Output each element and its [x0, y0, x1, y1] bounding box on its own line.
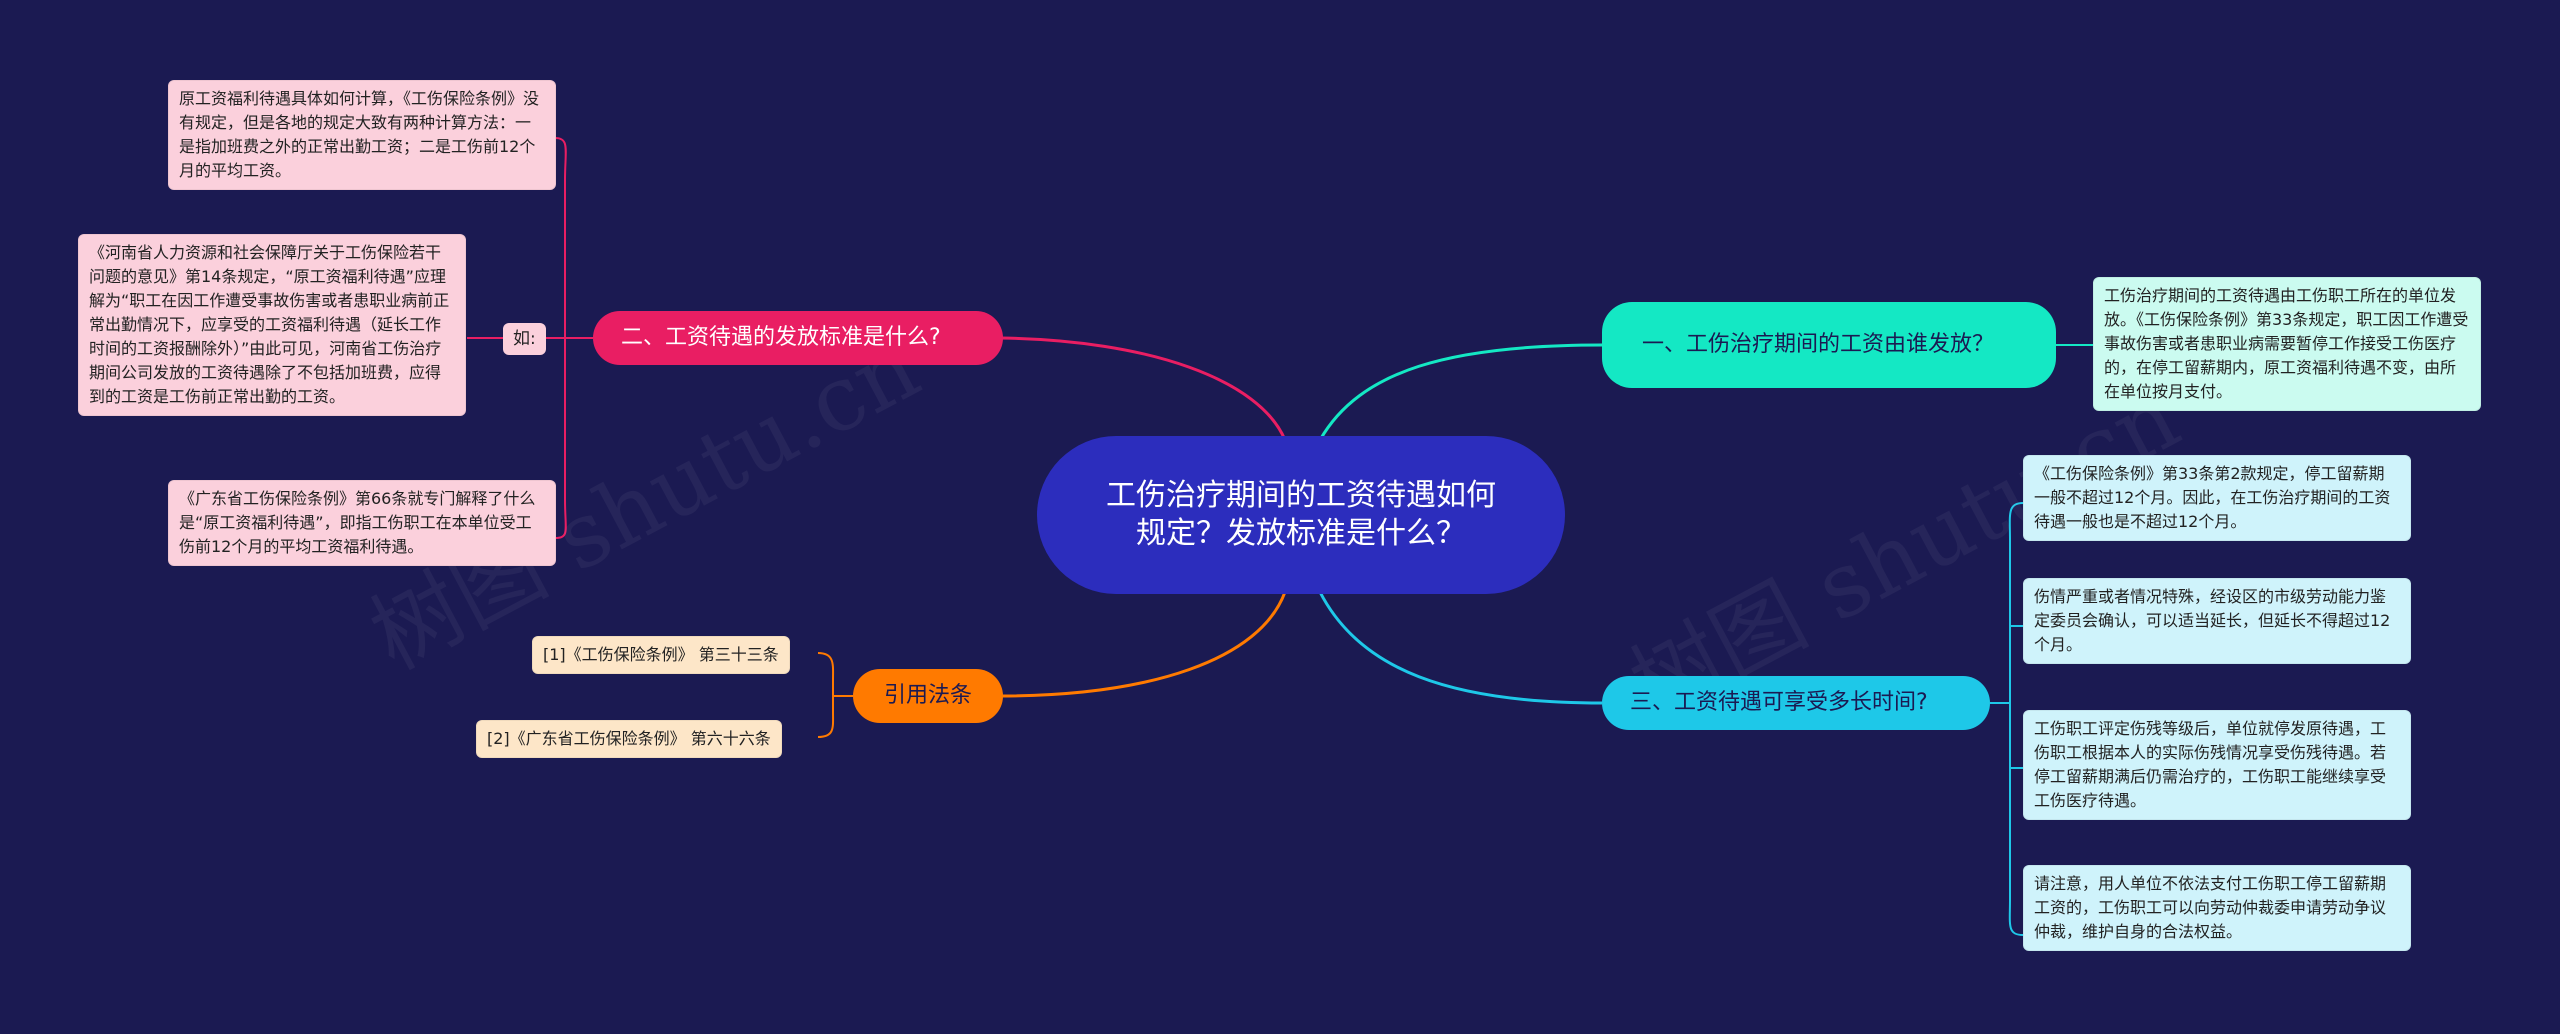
branch-standard[interactable]: 二、工资待遇的发放标准是什么?: [593, 311, 1003, 365]
bracket-duration: [2008, 502, 2024, 936]
link-root-citations: [999, 591, 1287, 698]
branch-citations[interactable]: 引用法条: [853, 669, 1003, 723]
link-root-payer: [1318, 343, 1603, 441]
bracket-standard: [554, 137, 567, 539]
branch-duration[interactable]: 三、工资待遇可享受多长时间?: [1602, 676, 1990, 730]
branch-citations-label: 引用法条: [883, 683, 972, 708]
root-topic[interactable]: 工伤治疗期间的工资待遇如何规定？发放标准是什么？: [1037, 436, 1565, 594]
duration-leaf-3[interactable]: 工伤职工评定伤残等级后，单位就停发原待遇，工伤职工根据本人的实际伤残情况享受伤残…: [2023, 710, 2411, 820]
branch-payer-label: 一、工伤治疗期间的工资由谁发放？: [1642, 332, 1995, 357]
standard-leaf-1[interactable]: 原工资福利待遇具体如何计算，《工伤保险条例》没有规定，但是各地的规定大致有两种计…: [168, 80, 556, 190]
branch-duration-label: 三、工资待遇可享受多长时间?: [1630, 690, 1928, 715]
duration-leaf-2[interactable]: 伤情严重或者情况特殊，经设区的市级劳动能力鉴定委员会确认，可以适当延长，但延长不…: [2023, 578, 2411, 664]
branch-payer[interactable]: 一、工伤治疗期间的工资由谁发放？: [1602, 302, 2056, 388]
citation-leaf-1[interactable]: [1]《工伤保险条例》 第三十三条: [532, 636, 790, 674]
link-root-duration: [1318, 591, 1603, 705]
link-root-standard: [999, 336, 1287, 441]
root-topic-label: 工伤治疗期间的工资待遇如何规定？发放标准是什么？: [1106, 478, 1496, 551]
branch-standard-connector-label: 如:: [503, 323, 546, 355]
citation-leaf-2[interactable]: [2]《广东省工伤保险条例》 第六十六条: [476, 720, 782, 758]
standard-leaf-3[interactable]: 《广东省工伤保险条例》第66条就专门解释了什么是“原工资福利待遇”，即指工伤职工…: [168, 480, 556, 566]
branch-standard-label: 二、工资待遇的发放标准是什么?: [621, 325, 941, 350]
duration-leaf-4[interactable]: 请注意，用人单位不依法支付工伤职工停工留薪期工资的，工伤职工可以向劳动仲裁委申请…: [2023, 865, 2411, 951]
bracket-citations: [817, 652, 835, 738]
duration-leaf-1[interactable]: 《工伤保险条例》第33条第2款规定，停工留薪期一般不超过12个月。因此，在工伤治…: [2023, 455, 2411, 541]
standard-leaf-2[interactable]: 《河南省人力资源和社会保障厅关于工伤保险若干问题的意见》第14条规定，“原工资福…: [78, 234, 466, 416]
payer-leaf-1[interactable]: 工伤治疗期间的工资待遇由工伤职工所在的单位发放。《工伤保险条例》第33条规定，职…: [2093, 277, 2481, 411]
